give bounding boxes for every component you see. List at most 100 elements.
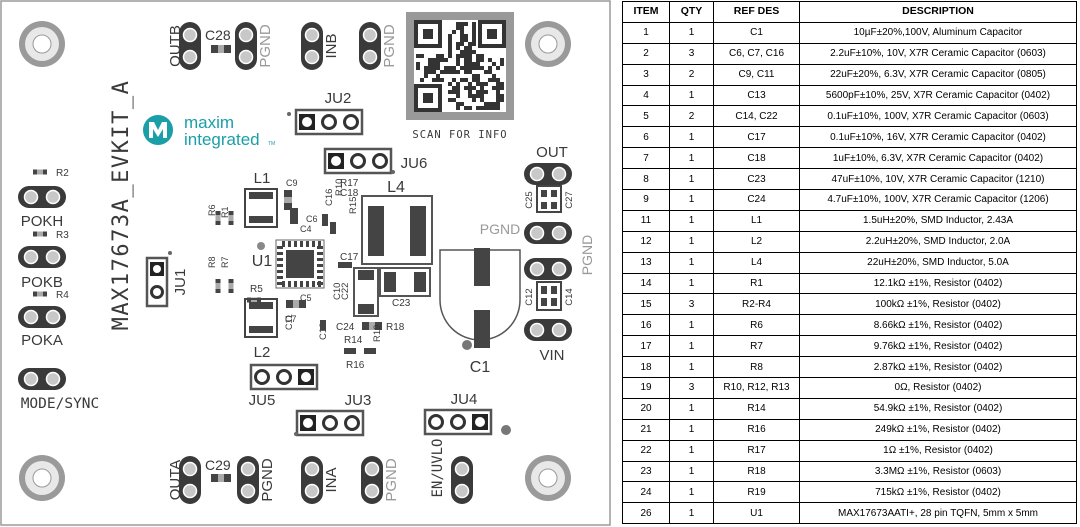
bom-cell-ref-des: C9, C11	[713, 63, 800, 86]
bom-header-ref-des: REF DES	[713, 1, 800, 23]
label-c29: C29	[205, 457, 231, 473]
bom-cell-qty: 1	[669, 439, 714, 462]
bom-cell-qty: 1	[669, 418, 714, 441]
bom-cell-ref-des: L1	[713, 209, 800, 232]
label-out: OUT	[536, 144, 568, 161]
label-r8: R8	[207, 256, 217, 268]
bom-cell-description: 1Ω ±1%, Resistor (0402)	[799, 439, 1077, 462]
testpoint-pgnd-top-1	[234, 21, 258, 71]
label-c18: C18	[340, 188, 359, 199]
mounting-hole-bottom-right	[524, 454, 572, 502]
logo-integrated: integrated	[184, 130, 260, 149]
bom-cell-ref-des: R18	[713, 460, 800, 483]
jumper-ju1	[145, 256, 169, 308]
label-pgnd-bottom-1: PGND	[259, 458, 276, 502]
testpoint-vin	[523, 318, 573, 342]
qr-code	[406, 12, 514, 120]
label-c13: C13	[318, 323, 329, 340]
bom-cell-description: 22uF±20%, 6.3V, X7R Ceramic Capacitor (0…	[799, 63, 1077, 86]
bom-cell-item: 12	[622, 230, 670, 253]
logo-tm: TM	[268, 141, 275, 147]
bom-cell-ref-des: R10, R12, R13	[713, 377, 800, 399]
testpoint-pokb	[17, 245, 67, 269]
label-c14: C14	[564, 288, 575, 305]
logo-maxim: maxim	[184, 113, 234, 132]
bom-cell-item: 8	[622, 168, 670, 191]
bom-cell-description: 22uH±20%, SMD Inductor, 5.0A	[799, 251, 1077, 274]
label-c6: C6	[306, 214, 318, 224]
bom-cell-item: 26	[622, 502, 670, 525]
label-c27: C27	[564, 191, 575, 208]
bom-cell-description: 1.5uH±20%, SMD Inductor, 2.43A	[799, 209, 1077, 232]
bom-cell-ref-des: C17	[713, 126, 800, 149]
bom-cell-ref-des: R2-R4	[713, 293, 800, 316]
bom-cell-qty: 2	[669, 63, 714, 86]
capacitor-c1	[439, 248, 521, 348]
bom-cell-item: 24	[622, 481, 670, 504]
testpoint-pgnd-right-2	[523, 257, 573, 281]
label-pgnd-top-1: PGND	[257, 24, 274, 68]
testpoint-pokh	[17, 185, 67, 209]
bom-cell-qty: 1	[669, 147, 714, 170]
bom-cell-ref-des: C23	[713, 168, 800, 191]
bom-cell-qty: 1	[669, 460, 714, 483]
bom-cell-qty: 1	[669, 251, 714, 274]
label-pokh: POKH	[21, 213, 64, 230]
bom-cell-ref-des: U1	[713, 502, 800, 525]
label-pokb: POKB	[21, 274, 63, 291]
bom-cell-qty: 1	[669, 314, 714, 337]
bom-cell-ref-des: R6	[713, 314, 800, 337]
label-r15: R15	[348, 197, 359, 214]
label-outb: OUTB	[167, 25, 184, 67]
bom-cell-description: 9.76kΩ ±1%, Resistor (0402)	[799, 335, 1077, 358]
label-ju2: JU2	[325, 90, 352, 107]
bom-cell-item: 11	[622, 209, 670, 232]
label-u1: U1	[252, 253, 273, 270]
bom-cell-item: 13	[622, 251, 670, 274]
label-c22: C22	[340, 283, 351, 300]
bom-cell-ref-des: C18	[713, 147, 800, 170]
bom-cell-qty: 3	[669, 293, 714, 316]
bom-cell-item: 16	[622, 314, 670, 337]
bom-cell-item: 9	[622, 189, 670, 211]
bom-cell-qty: 1	[669, 84, 714, 107]
bom-cell-description: 715kΩ ±1%, Resistor (0402)	[799, 481, 1077, 504]
label-r1: R1	[220, 206, 230, 218]
bom-cell-qty: 1	[669, 481, 714, 504]
label-c24: C24	[336, 322, 355, 333]
label-r18: R18	[386, 322, 405, 333]
bom-cell-description: 4.7uF±10%, 100V, X7R Ceramic Capacitor (…	[799, 189, 1077, 211]
bom-cell-ref-des: C6, C7, C16	[713, 42, 800, 65]
label-c9: C9	[286, 178, 298, 188]
bom-cell-qty: 1	[669, 397, 714, 420]
bom-cell-item: 1	[622, 21, 670, 44]
cap-c25-c27	[536, 185, 562, 213]
bom-cell-qty: 1	[669, 21, 714, 44]
bom-cell-item: 5	[622, 105, 670, 128]
pcb-silkscreen: OUTB PGND INB PGND C28 SCAN FOR INFO max…	[0, 0, 611, 526]
mounting-hole-top-left	[18, 20, 66, 68]
label-r14: R14	[344, 335, 363, 346]
bom-cell-ref-des: R17	[713, 439, 800, 462]
bom-cell-item: 22	[622, 439, 670, 462]
label-r2: R2	[56, 168, 69, 179]
bom-cell-ref-des: R16	[713, 418, 800, 441]
label-poka: POKA	[21, 332, 63, 349]
bom-cell-description: 54.9kΩ ±1%, Resistor (0402)	[799, 397, 1077, 420]
bom-cell-qty: 1	[669, 356, 714, 379]
testpoint-ina	[300, 455, 324, 505]
label-c10: C10	[332, 283, 343, 300]
testpoint-inb	[300, 21, 324, 71]
board-title: MAX17673A_EVKIT_A	[109, 80, 134, 331]
maxim-logo	[143, 115, 173, 145]
bom-cell-qty: 1	[669, 272, 714, 295]
bom-cell-item: 3	[622, 63, 670, 86]
jumper-ju2	[294, 108, 364, 136]
inductor-l4	[361, 195, 433, 265]
